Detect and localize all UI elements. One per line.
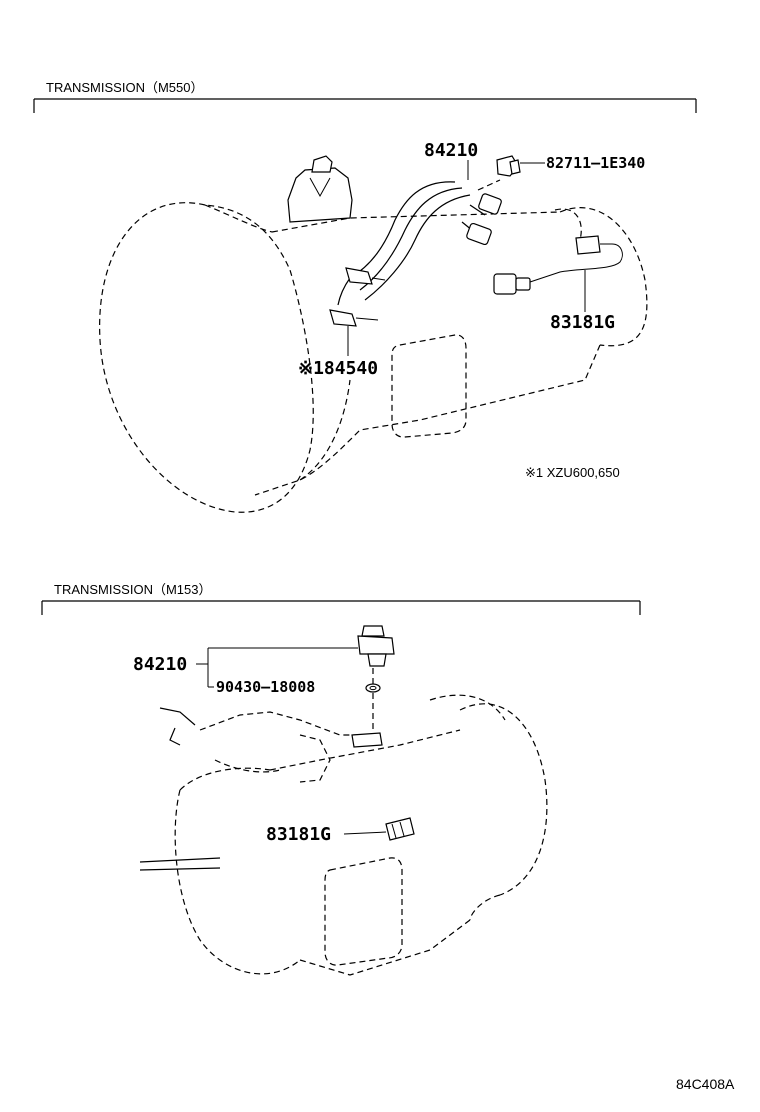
transmission-m550-illustration — [99, 155, 648, 513]
section-m153-frame — [41, 600, 641, 615]
part-label-84210-m550[interactable]: 84210 — [424, 140, 479, 161]
section-m550-frame — [33, 98, 697, 113]
section-title-m153: TRANSMISSION（M153） — [54, 582, 212, 597]
part-label-90430-18008[interactable]: 90430–18008 — [216, 678, 316, 696]
section-title-m550: TRANSMISSION（M550） — [46, 80, 204, 95]
transmission-m153-illustration — [139, 625, 548, 976]
part-label-82711-1e340[interactable]: 82711–1E340 — [546, 154, 646, 172]
part-label-84210-m153[interactable]: 84210 — [133, 654, 188, 675]
part-label-83181g-m550[interactable]: 83181G — [550, 312, 616, 333]
footnote-xzu600-650: ※1 XZU600,650 — [525, 465, 620, 480]
diagram-code: 84C408A — [676, 1076, 735, 1092]
part-label-83181g-m153[interactable]: 83181G — [266, 824, 332, 845]
part-label-84540[interactable]: ※184540 — [298, 358, 379, 379]
